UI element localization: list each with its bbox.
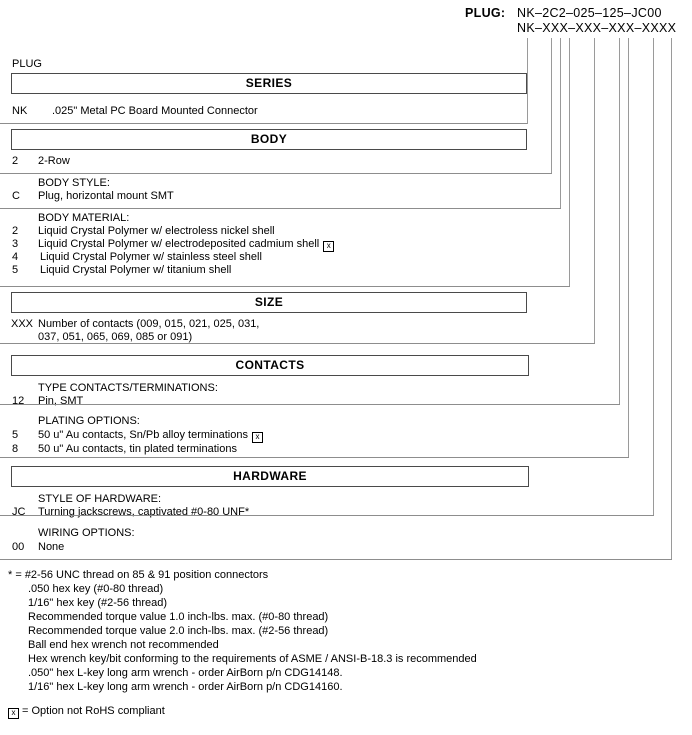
leader-line-series [527,49,528,123]
option-code-plating-0: 5 [12,429,19,441]
leader-tick-8 [653,38,654,49]
option-desc-body-0: 2-Row [38,155,70,167]
option-desc-plating-0-text: 50 u" Au contacts, Sn/Pb alloy terminati… [38,429,248,441]
leader-tick-9 [671,38,672,49]
leader-tick-6 [619,38,620,49]
option-code-plating-1: 8 [12,443,19,455]
group-head-contacts: TYPE CONTACTS/TERMINATIONS: [38,382,218,394]
section-title-contacts: CONTACTS [11,355,529,376]
option-code-wiring-0: 00 [12,541,25,553]
option-desc-contacts-0: Pin, SMT [38,395,84,407]
section-rule-1 [0,123,527,124]
option-code-series-0: NK [12,105,28,117]
group-head-body-style: BODY STYLE: [38,177,110,189]
leader-tick-2 [551,38,552,49]
part-number-example: NK–2C2–025–125–JC00 [517,6,662,20]
section-title-body: BODY [11,129,527,150]
section-rule-3 [0,208,561,209]
leader-line-body [551,49,552,173]
leader-tick-7 [628,38,629,49]
leader-tick-3 [560,38,561,49]
footnote-3: Recommended torque value 1.0 inch-lbs. m… [28,611,329,623]
top-label: PLUG [12,58,42,70]
leader-line-wiring [671,49,672,559]
leader-line-body-style [560,49,561,208]
part-number-template-row: NK–XXX–XXX–XXX–XXXX [465,21,676,36]
option-desc-hardware-0: Turning jackscrews, captivated #0-80 UNF… [38,506,250,518]
option-code-body-material-0: 2 [12,225,19,237]
option-desc-wiring-0: None [38,541,65,553]
rohs-noncompliant-icon: x [323,241,335,252]
leader-tick-4 [569,38,570,49]
footnote-8: 1/16" hex L-key long arm wrench - order … [28,681,343,693]
leader-line-body-material [569,49,570,286]
group-head-hardware: STYLE OF HARDWARE: [38,493,162,505]
footnote-2: 1/16" hex key (#2-56 thread) [28,597,168,609]
part-number-label: PLUG: [465,6,506,20]
option-desc-body-material-2: Liquid Crystal Polymer w/ stainless stee… [40,251,262,263]
group-head-wiring: WIRING OPTIONS: [38,527,135,539]
part-number-example-row: PLUG: NK–2C2–025–125–JC00 [465,6,676,21]
group-head-body-material: BODY MATERIAL: [38,212,130,224]
option-desc-body-material-0: Liquid Crystal Polymer w/ electroless ni… [38,225,275,237]
leader-tick-1 [527,38,528,49]
footnote-4: Recommended torque value 2.0 inch-lbs. m… [28,625,329,637]
leader-line-size [594,49,595,343]
option-code-body-material-2: 4 [12,251,19,263]
option-code-body-material-3: 5 [12,264,19,276]
leader-line-hardware [653,49,654,515]
section-rule-2 [0,173,552,174]
option-desc-body-style-0: Plug, horizontal mount SMT [38,190,174,202]
section-rule-8 [0,515,654,516]
group-head-plating: PLATING OPTIONS: [38,415,140,427]
rohs-legend-text: = Option not RoHS compliant [22,705,165,717]
section-rule-7 [0,457,629,458]
option-code-size-0: XXX [11,318,34,330]
section-rule-5 [0,343,595,344]
option-code-body-style-0: C [12,190,20,202]
rohs-noncompliant-icon: x [251,432,263,443]
leader-line-plating [628,49,629,457]
option-desc-body-material-3: Liquid Crystal Polymer w/ titanium shell [40,264,232,276]
option-desc-plating-1: 50 u" Au contacts, tin plated terminatio… [38,443,237,455]
option-code-body-0: 2 [12,155,19,167]
section-title-hardware: HARDWARE [11,466,529,487]
section-rule-4 [0,286,570,287]
section-title-series: SERIES [11,73,527,94]
option-desc-body-material-1-text: Liquid Crystal Polymer w/ electrodeposit… [38,238,320,250]
option-code-contacts-0: 12 [12,395,25,407]
footnote-0: * = #2-56 UNC thread on 85 & 91 position… [8,569,269,581]
option-code-hardware-0: JC [12,506,26,518]
section-rule-6 [0,404,620,405]
leader-tick-5 [594,38,595,49]
section-rule-9 [0,559,672,560]
rohs-legend: x= Option not RoHS compliant [8,705,165,719]
leader-line-contacts [619,49,620,404]
option-desc-series-0: .025" Metal PC Board Mounted Connector [52,105,258,117]
option-desc-size-0-cont: 037, 051, 065, 069, 085 or 091) [38,331,193,343]
option-desc-body-material-1: Liquid Crystal Polymer w/ electrodeposit… [38,238,335,252]
part-number-template: NK–XXX–XXX–XXX–XXXX [517,21,677,35]
footnote-5: Ball end hex wrench not recommended [28,639,219,651]
option-desc-plating-0: 50 u" Au contacts, Sn/Pb alloy terminati… [38,429,263,443]
footnote-7: .050" hex L-key long arm wrench - order … [28,667,343,679]
footnote-1: .050 hex key (#0-80 thread) [28,583,164,595]
part-number-header: PLUG: NK–2C2–025–125–JC00 NK–XXX–XXX–XXX–… [465,6,676,36]
footnote-6: Hex wrench key/bit conforming to the req… [28,653,477,665]
leader-elbow-series [527,123,528,124]
option-desc-size-0: Number of contacts (009, 015, 021, 025, … [38,318,260,330]
rohs-noncompliant-icon: x [8,708,19,719]
option-code-body-material-1: 3 [12,238,19,250]
section-title-size: SIZE [11,292,527,313]
